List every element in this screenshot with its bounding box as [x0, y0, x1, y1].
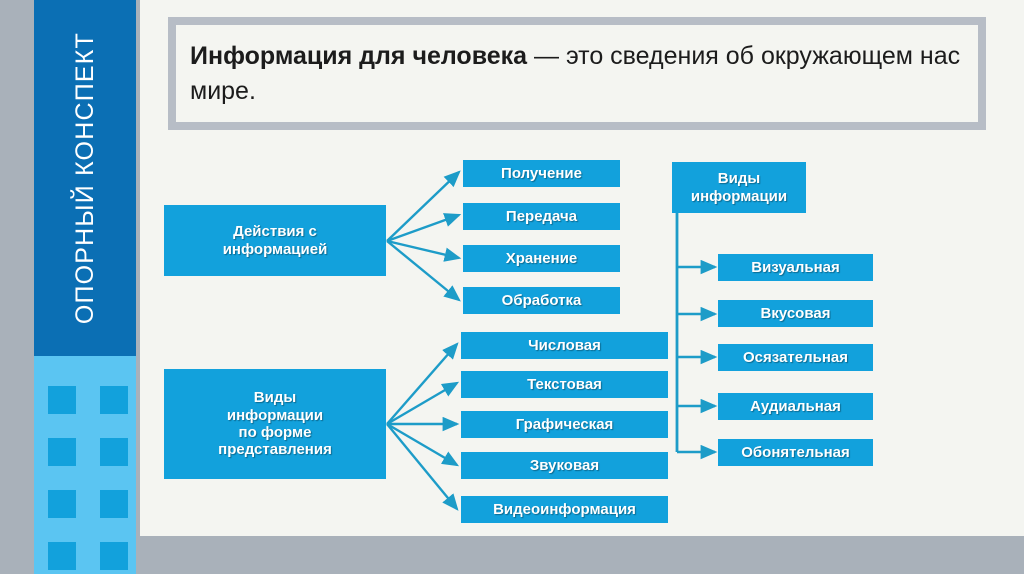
node-obonyatelnaya[interactable]: Обонятельная	[718, 439, 873, 466]
sidebar-square	[100, 386, 128, 414]
node-forms-root[interactable]: Виды информации по форме представления	[164, 369, 386, 479]
node-audialnaya[interactable]: Аудиальная	[718, 393, 873, 420]
node-actions-root[interactable]: Действия с информацией	[164, 205, 386, 276]
node-line: Виды	[253, 389, 297, 407]
node-vkusovaya[interactable]: Вкусовая	[718, 300, 873, 327]
node-line: Действия с	[233, 223, 317, 241]
node-hranenie[interactable]: Хранение	[463, 245, 620, 272]
node-osyazatelnaya[interactable]: Осязательная	[718, 344, 873, 371]
sidebar-square	[48, 490, 76, 518]
sidebar-square	[48, 542, 76, 570]
node-obrabotka[interactable]: Обработка	[463, 287, 620, 314]
statement-lead: Информация для человека	[190, 42, 528, 70]
node-kinds-root[interactable]: Виды информации	[672, 162, 806, 213]
node-line: информации	[226, 406, 324, 424]
node-tekstovaya[interactable]: Текстовая	[461, 371, 668, 398]
node-chislovaya[interactable]: Числовая	[461, 332, 668, 359]
node-vizualnaya[interactable]: Визуальная	[718, 254, 873, 281]
node-poluchenie[interactable]: Получение	[463, 160, 620, 187]
sidebar-dark-band	[34, 0, 136, 356]
sidebar-square	[100, 542, 128, 570]
node-videoinformaciya[interactable]: Видеоинформация	[461, 496, 668, 523]
sidebar-square	[48, 438, 76, 466]
statement-box: Информация для человека — это сведения о…	[176, 25, 978, 122]
statement-text: Информация для человека — это сведения о…	[176, 39, 978, 108]
node-line: представления	[218, 441, 332, 459]
sidebar-title: ОПОРНЫЙ КОНСПЕКТ	[34, 0, 136, 356]
node-zvukovaya[interactable]: Звуковая	[461, 452, 668, 479]
node-line: Виды	[717, 170, 761, 188]
sidebar-square	[100, 438, 128, 466]
node-line: информации	[690, 187, 788, 205]
sidebar-square	[48, 386, 76, 414]
sidebar-square	[100, 490, 128, 518]
node-line: по форме	[238, 424, 312, 441]
statement-rest: — это сведения об окружающем нас мире.	[190, 42, 961, 105]
node-line: информацией	[222, 240, 328, 258]
node-graficheskaya[interactable]: Графическая	[461, 411, 668, 438]
sidebar-title-label: ОПОРНЫЙ КОНСПЕКТ	[70, 31, 99, 325]
node-peredacha[interactable]: Передача	[463, 203, 620, 230]
